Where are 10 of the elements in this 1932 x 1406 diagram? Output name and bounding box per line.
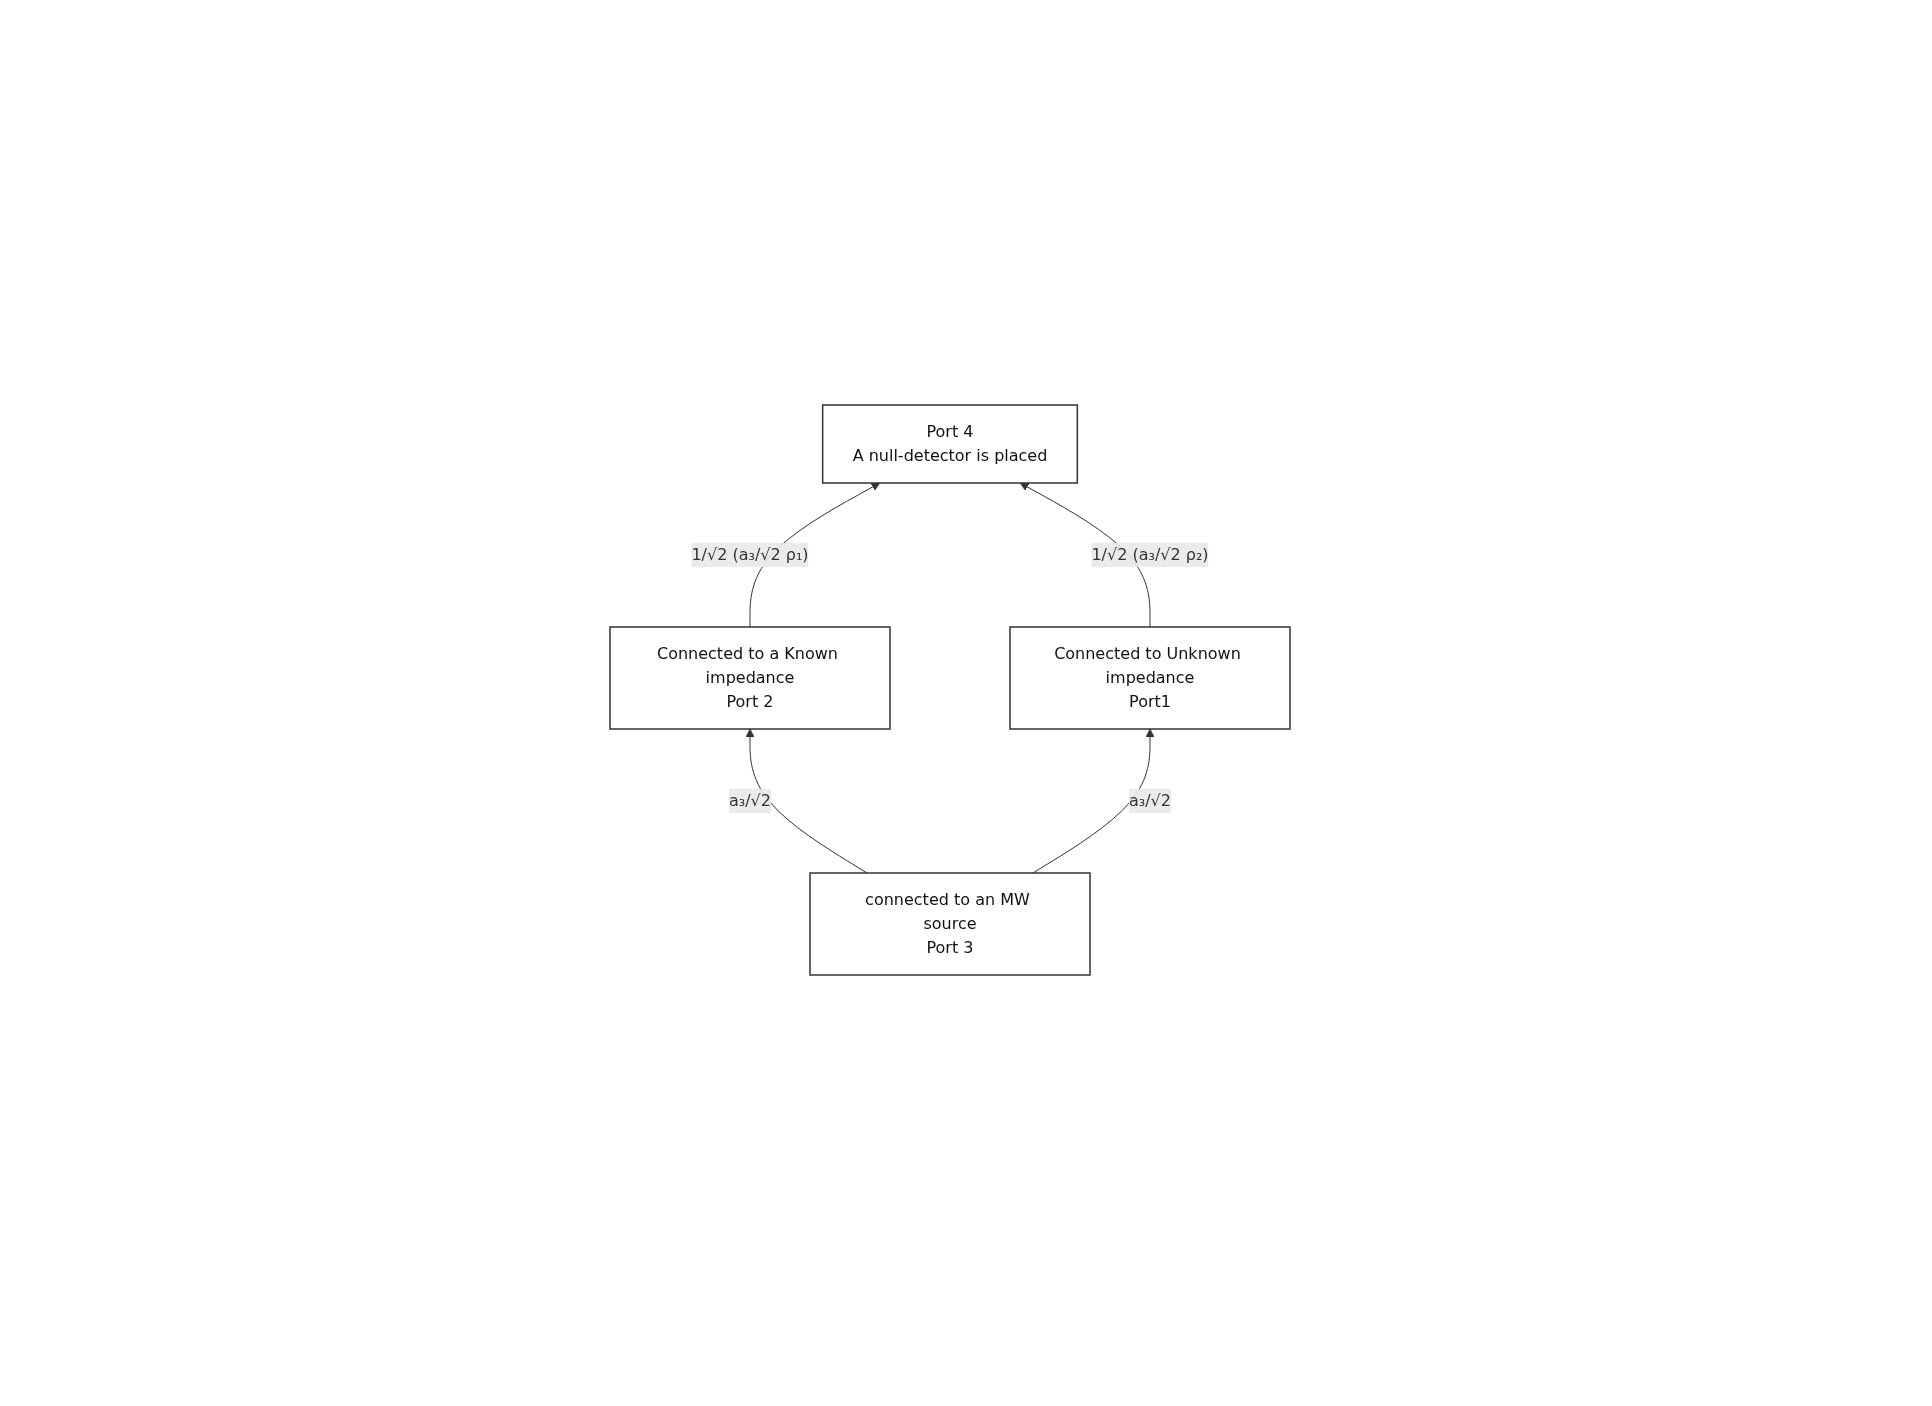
edge-label: 1/√2 (a₃/√2 ρ₂) <box>1091 545 1209 564</box>
node-box: Connected to Unknown impedance Port1 <box>1009 626 1291 730</box>
node-box: Port 4 A null-detector is placed <box>821 404 1079 484</box>
edge-label: 1/√2 (a₃/√2 ρ₁) <box>691 545 809 564</box>
arrow <box>745 728 868 874</box>
arrow <box>1032 728 1155 874</box>
node-box: connected to an MW source Port 3 <box>809 872 1091 976</box>
edge-label: a₃/√2 <box>729 791 771 810</box>
node-box: Connected to a Known impedance Port 2 <box>609 626 891 730</box>
edge-label: a₃/√2 <box>1129 791 1171 810</box>
